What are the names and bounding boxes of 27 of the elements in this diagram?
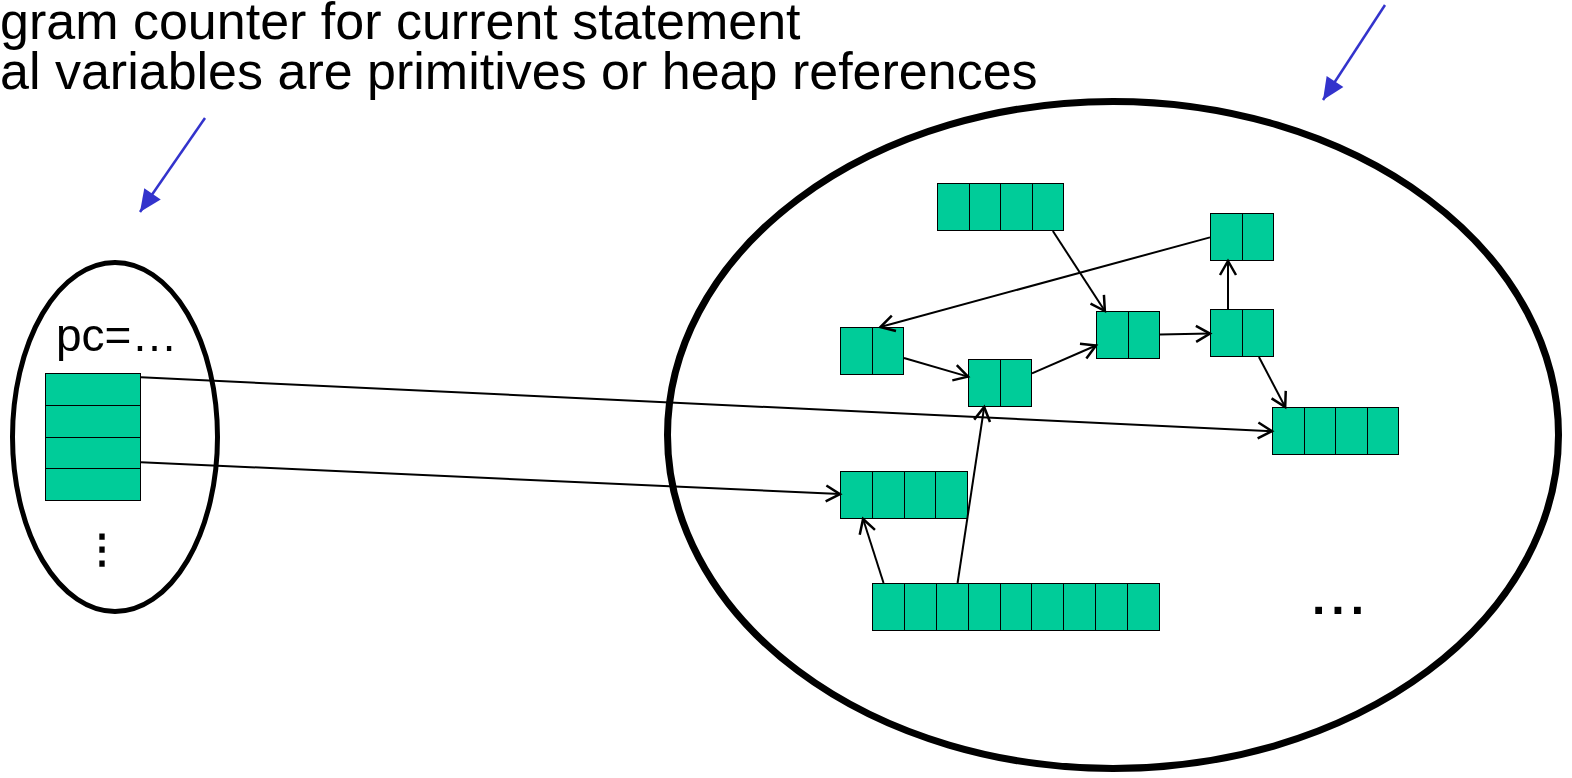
arrow — [956, 405, 992, 584]
arrow — [1257, 356, 1287, 409]
ellipse-outline — [10, 260, 220, 614]
array-block — [1210, 213, 1274, 261]
array-block — [840, 471, 968, 519]
arrow — [140, 376, 1274, 440]
ellipsis-text: ⋮ — [82, 528, 122, 568]
array-block — [872, 583, 1160, 631]
arrow — [1321, 4, 1387, 101]
arrow — [903, 357, 970, 382]
array-block — [937, 183, 1064, 231]
arrow — [138, 117, 207, 213]
arrow — [1218, 259, 1238, 310]
array-block — [968, 359, 1032, 407]
array-block — [45, 373, 141, 501]
arrow — [858, 517, 885, 584]
array-block — [1210, 309, 1274, 357]
arrow — [1051, 230, 1107, 313]
arrow — [1159, 324, 1212, 344]
array-block — [1272, 407, 1399, 455]
arrow — [140, 461, 842, 503]
ellipse-outline — [664, 98, 1562, 772]
array-block — [1096, 311, 1160, 359]
ellipsis-text: ... — [1312, 574, 1370, 622]
array-block — [840, 327, 904, 375]
arrow — [879, 236, 1211, 333]
arrow — [1031, 342, 1098, 375]
